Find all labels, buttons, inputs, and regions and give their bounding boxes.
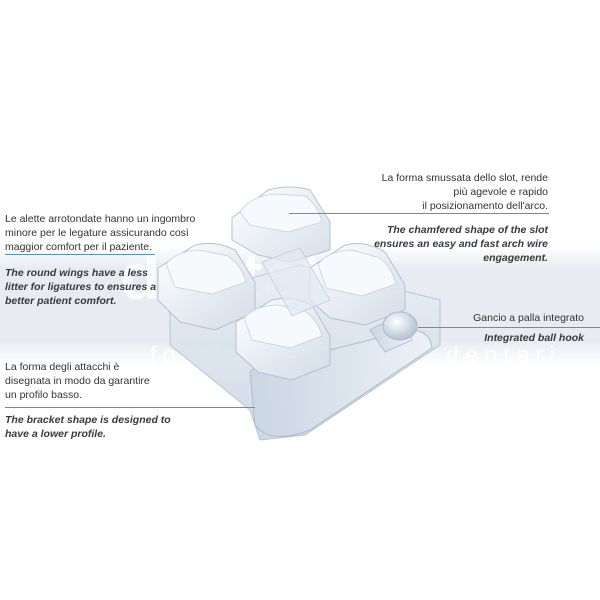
annotation-wings: Le alette arrotondate hanno un ingombro …	[5, 212, 235, 308]
wing-back-left-top	[239, 193, 323, 233]
annotation-wings-en: The round wings have a less litter for l…	[5, 267, 157, 307]
annotation-wings-it: Le alette arrotondate hanno un ingombro …	[5, 213, 196, 253]
hook-leader-line	[418, 327, 600, 328]
annotation-slot: La forma smussata dello slot, rende più …	[308, 171, 548, 265]
annotation-shape-en: The bracket shape is designed to have a …	[5, 414, 171, 440]
wing-front-left-top	[165, 249, 247, 295]
wing-front-right-top	[243, 304, 323, 349]
annotation-hook: Gancio a palla integrato Integrated ball…	[384, 311, 584, 345]
annotation-shape-it: La forma degli attacchi è disegnata in m…	[5, 361, 150, 401]
arch-wire-slot	[261, 247, 331, 317]
ball-hook	[382, 311, 418, 341]
annotation-slot-it: La forma smussata dello slot, rende più …	[381, 172, 548, 212]
annotation-shape: La forma degli attacchi è disegnata in m…	[5, 360, 235, 441]
annotation-hook-en: Integrated ball hook	[484, 332, 584, 344]
annotation-slot-en: The chamfered shape of the slot ensures …	[374, 224, 548, 264]
wings-leader-line	[5, 254, 155, 255]
annotation-hook-it: Gancio a palla integrato	[473, 312, 584, 324]
shape-leader-line	[5, 407, 255, 408]
wing-back-right-top	[317, 249, 397, 297]
slot-leader-line	[289, 213, 549, 214]
